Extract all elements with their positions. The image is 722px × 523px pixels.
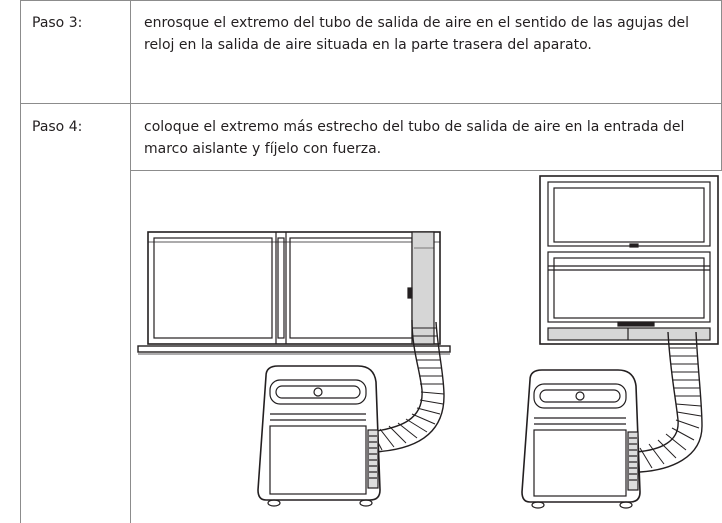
table-border-top [20, 0, 722, 1]
step-3-text: enrosque el extremo del tubo de salida d… [144, 15, 690, 53]
figure-row-divider [130, 170, 722, 171]
step-4-text: coloque el extremo más estrecho del tubo… [144, 119, 685, 157]
table-column-divider [130, 0, 131, 523]
air-conditioner-icon [521, 369, 641, 509]
installation-illustration [130, 170, 722, 515]
step-4-label: Paso 4: [32, 119, 83, 135]
air-conditioner-icon [257, 365, 381, 507]
sliding-window-icon [137, 231, 451, 355]
table-row-divider [20, 103, 722, 104]
sash-window-icon [539, 175, 719, 345]
step-3-label: Paso 3: [32, 15, 83, 31]
table-border-left [20, 0, 21, 523]
exhaust-hose-icon [635, 331, 703, 473]
